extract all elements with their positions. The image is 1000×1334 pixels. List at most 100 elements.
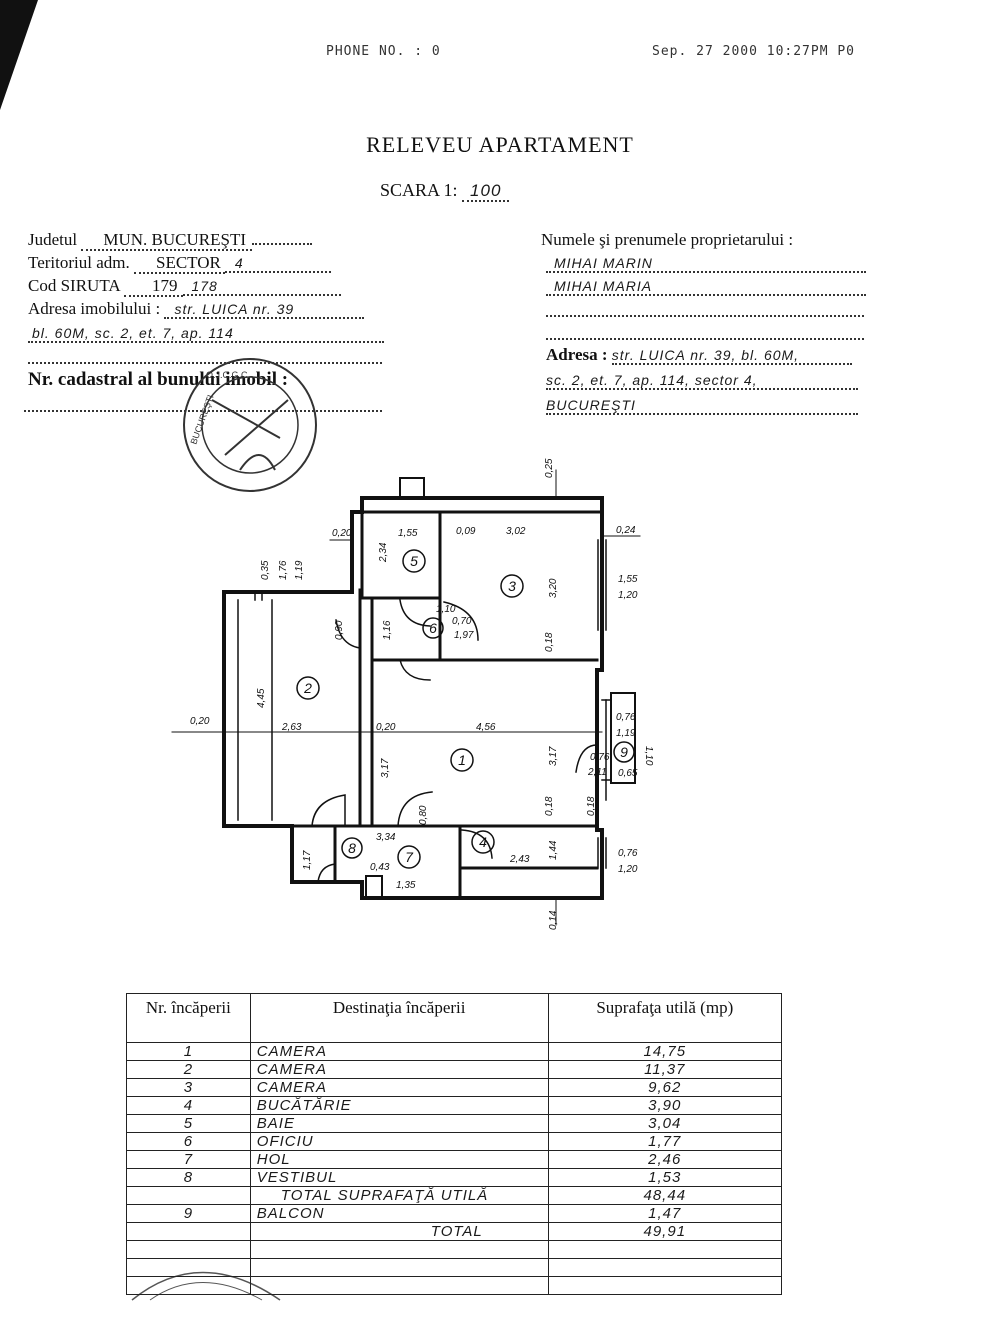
cell-nr: [126, 1186, 251, 1205]
balcony: [610, 692, 636, 784]
table-row: [126, 1240, 783, 1259]
cell-dest: CAMERA: [249, 1078, 549, 1097]
dim-label: 3,02: [506, 526, 526, 537]
cell-nr: [126, 1276, 251, 1295]
dim-label: 0,90: [334, 620, 345, 640]
teritoriu-label: Teritoriul adm.: [28, 253, 130, 272]
table-row: [126, 1276, 783, 1295]
dim-label: 1,20: [618, 864, 638, 875]
siruta-value: 179: [123, 276, 184, 297]
dim-label: 1,76: [278, 560, 289, 580]
room-number-3: 3: [508, 578, 516, 594]
dim-label: 0,09: [456, 526, 476, 537]
scan-corner-shadow: [0, 0, 38, 110]
room-number-2: 2: [303, 680, 312, 696]
cell-dest: CAMERA: [249, 1042, 549, 1061]
dim-label: 4,56: [476, 722, 496, 733]
dim-label: 0,25: [544, 458, 555, 478]
dim-label: 0,18: [586, 796, 597, 816]
cell-sup: 14,75: [547, 1042, 783, 1061]
owner-adresa-line3: BUCUREŞTI: [546, 395, 858, 415]
siruta-label: Cod SIRUTA: [28, 276, 120, 295]
adresa-imobil-hand1: str. LUICA nr. 39: [164, 301, 365, 319]
cell-sup: 48,44: [547, 1186, 783, 1205]
cell-nr: [126, 1258, 251, 1277]
rooms-table: Nr. încăperii Destinaţia încăperii Supra…: [126, 993, 783, 1295]
cell-nr: 6: [126, 1132, 251, 1151]
owner-line2: MIHAI MARIA: [546, 276, 866, 296]
dim-label: 0,80: [418, 805, 429, 825]
dim-label: 0,18: [544, 796, 555, 816]
cell-nr: 1: [126, 1042, 251, 1061]
dim-label: 1,97: [454, 630, 474, 641]
adresa-imobil-hand2: bl. 60M, sc. 2, et. 7, ap. 114: [28, 325, 384, 343]
owner-adresa-3: BUCUREŞTI: [546, 397, 858, 415]
dim-label: 2,43: [509, 854, 530, 865]
dim-label: 0,76: [616, 712, 636, 723]
dim-label: 1,20: [618, 590, 638, 601]
dim-label: 0,70: [452, 616, 472, 627]
table-row: [126, 1258, 783, 1277]
dim-label: 1,17: [302, 850, 313, 870]
owner-adresa-line1: Adresa : str. LUICA nr. 39, bl. 60M,: [546, 345, 852, 365]
cell-sup: 1,77: [547, 1132, 783, 1151]
dim-label: 1,55: [618, 574, 638, 585]
window-room1: [597, 699, 607, 801]
dim-label: 0,18: [544, 632, 555, 652]
dim-label: 1,10: [643, 746, 654, 766]
cell-dest: VESTIBUL: [249, 1168, 549, 1187]
judet-value: MUN. BUCUREŞTI: [81, 230, 252, 251]
dim-label: 0,20: [376, 722, 396, 733]
cell-dest: [249, 1240, 549, 1259]
window-kitchen: [597, 837, 607, 869]
inner-walls: [290, 510, 604, 900]
cell-dest: CAMERA: [249, 1060, 549, 1079]
adresa-imobil-line2: bl. 60M, sc. 2, et. 7, ap. 114: [28, 323, 384, 343]
dim-label: 0,76: [618, 848, 638, 859]
room-number-1: 1: [458, 752, 466, 768]
cell-sup: 49,91: [547, 1222, 783, 1241]
dim-label: 2,63: [281, 722, 302, 733]
dim-label: 0,43: [370, 862, 390, 873]
dim-label: 0,76: [590, 752, 610, 763]
owner-blank-1: [546, 299, 864, 317]
scale-label: SCARA 1:: [380, 180, 458, 200]
cell-nr: 7: [126, 1150, 251, 1169]
room-number-5: 5: [410, 553, 418, 569]
dim-label: 1,16: [382, 620, 393, 640]
cell-sup: 2,46: [547, 1150, 783, 1169]
dim-label: 1,19: [616, 728, 636, 739]
dim-label: 3,17: [548, 746, 559, 766]
cell-dest: [249, 1258, 549, 1277]
owner-adresa-label: Adresa :: [546, 345, 608, 364]
dim-label: 0,24: [616, 525, 636, 536]
cell-dest: BALCON: [249, 1204, 549, 1223]
owner-name-1: MIHAI MARIN: [546, 255, 866, 273]
dim-label: 2,34: [378, 542, 389, 563]
room-number-8: 8: [348, 840, 356, 856]
page-title: RELEVEU APARTAMENT: [366, 132, 634, 157]
owner-label: Numele şi prenumele proprietarului :: [541, 230, 794, 249]
dim-label: 0,20: [332, 528, 352, 539]
owner-name-2: MIHAI MARIA: [546, 278, 866, 296]
judet-label: Judetul: [28, 230, 78, 249]
cell-sup: 3,04: [547, 1114, 783, 1133]
dim-label: 1,19: [294, 560, 305, 580]
cell-nr: 3: [126, 1078, 251, 1097]
col-header-nr: Nr. încăperii: [126, 993, 251, 1043]
cell-dest: HOL: [249, 1150, 549, 1169]
cell-dest: BAIE: [249, 1114, 549, 1133]
teritoriu-hand: 4: [224, 255, 331, 273]
cell-dest: TOTAL: [249, 1222, 549, 1241]
outer-wall: [222, 496, 604, 900]
